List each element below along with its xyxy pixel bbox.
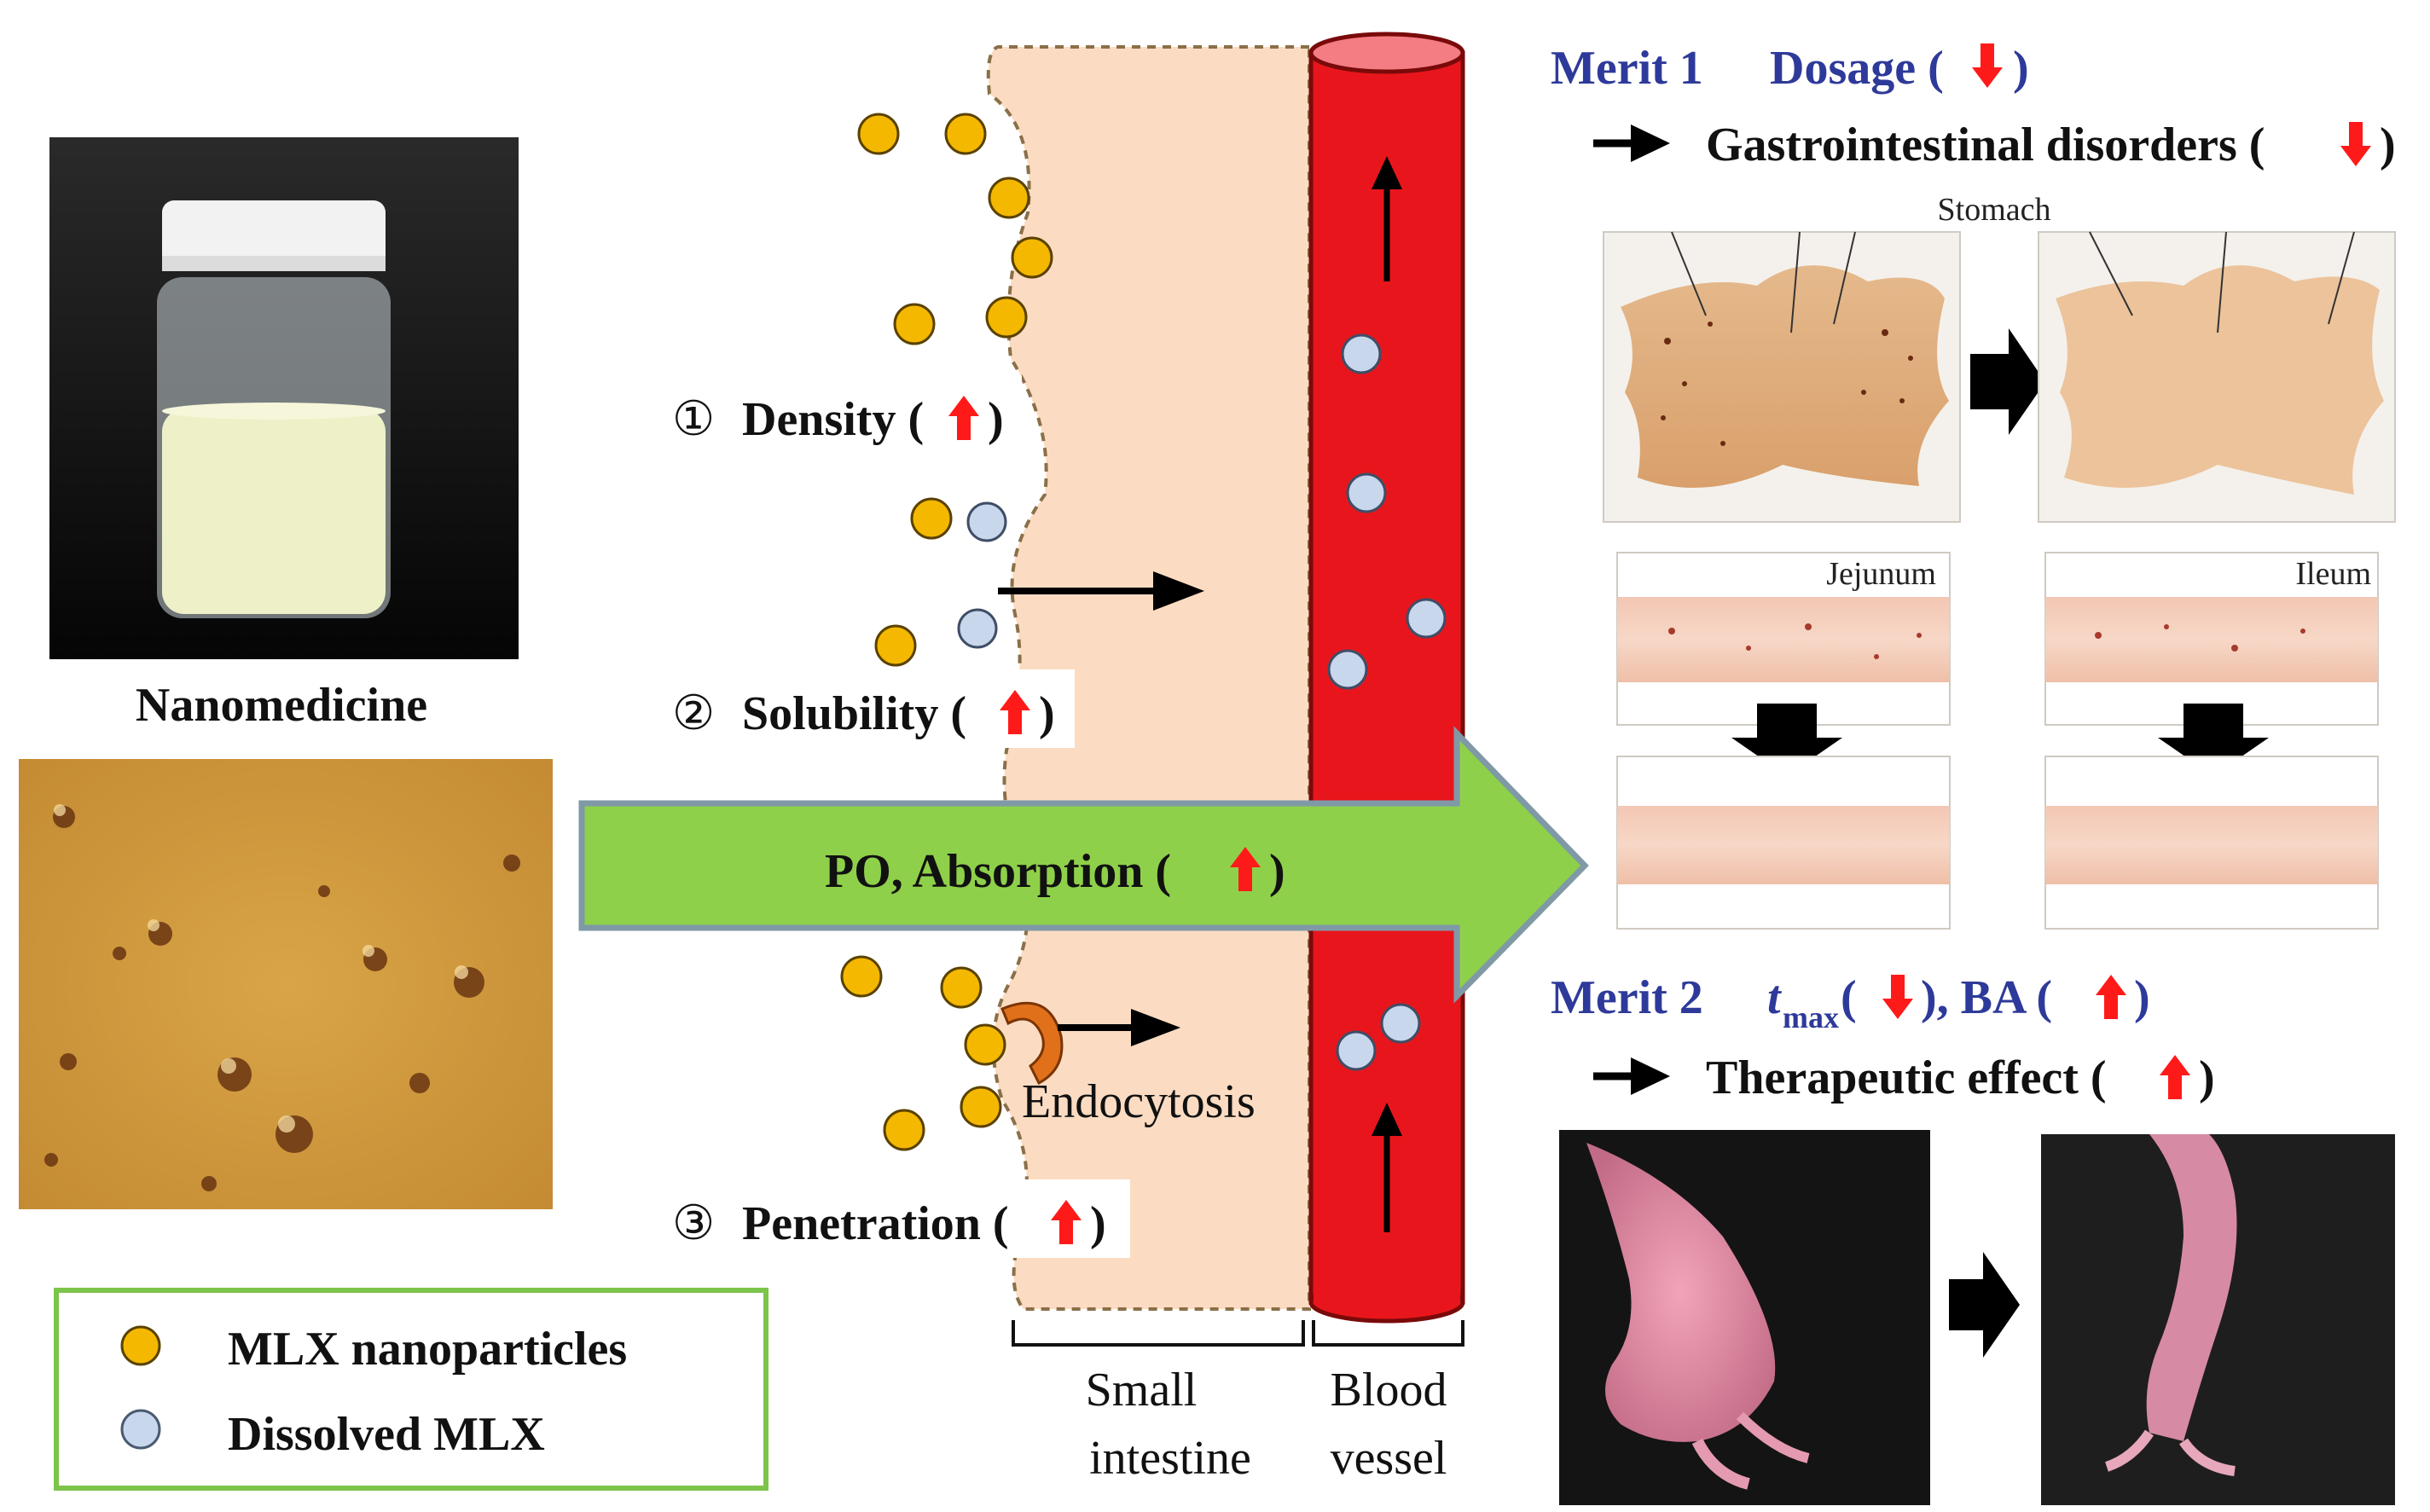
bracket-small-intestine xyxy=(1012,1320,1305,1347)
merit2-label: Merit 2 xyxy=(1551,971,1703,1024)
small-intestine-label-1: Small xyxy=(1086,1364,1198,1416)
absorption-close: ) xyxy=(1269,845,1285,898)
stomach-label: Stomach xyxy=(1938,192,2051,228)
bracket-blood-vessel xyxy=(1312,1320,1464,1347)
merit2-tmax-rest: ( xyxy=(1841,971,1857,1024)
step2-text: Solubility ( xyxy=(742,687,966,740)
legend-dissolved-swatch xyxy=(120,1409,161,1450)
merit2-outcome-text: Therapeutic effect ( xyxy=(1706,1051,2107,1104)
ileum-photo-after xyxy=(2044,756,2379,930)
small-intestine-label-2: intestine xyxy=(1089,1432,1251,1485)
stomach-photo-before xyxy=(1603,231,1961,523)
paw-photo-before xyxy=(1559,1130,1930,1505)
down-arrow-icon xyxy=(2340,122,2371,166)
blood-vessel xyxy=(1308,32,1465,1324)
nanoparticles-group xyxy=(840,113,1053,1151)
step-penetration: ③ Penetration ( ) xyxy=(665,1179,1130,1258)
step1-text: Density ( xyxy=(742,393,924,446)
down-arrow-icon xyxy=(1882,975,1913,1019)
merit2-tmax-t: t xyxy=(1767,971,1782,1024)
down-arrow-icon xyxy=(1972,43,2003,88)
merit2-outcome-close: ) xyxy=(2199,1051,2215,1104)
absorption-text: PO, Absorption ( xyxy=(825,845,1171,898)
afm-image xyxy=(19,759,553,1209)
small-intestine-shape xyxy=(986,45,1311,1311)
merit1-outcome-close: ) xyxy=(2380,119,2396,171)
legend-nanoparticle-swatch xyxy=(120,1325,161,1366)
jejunum-down-arrow xyxy=(1731,704,1842,776)
legend: MLX nanoparticles Dissolved MLX xyxy=(54,1288,768,1491)
jejunum-label: Jejunum xyxy=(1826,556,1936,592)
endocytosis-label: Endocytosis xyxy=(1022,1075,1256,1128)
jejunum-photo-after xyxy=(1616,756,1951,930)
merit1-label: Merit 1 xyxy=(1551,42,1703,95)
ileum-down-arrow xyxy=(2158,704,2269,776)
absorption-arrow: PO, Absorption ( ) xyxy=(578,726,1589,1004)
merit1-outcome-text: Gastrointestinal disorders ( xyxy=(1706,119,2265,171)
merit2-tmax-sub: max xyxy=(1783,1000,1839,1034)
merit1-dosage: Dosage ( xyxy=(1770,42,1944,95)
step2-marker: ② xyxy=(672,687,715,740)
step1-close: ) xyxy=(988,393,1004,446)
merit2-outcome: Therapeutic effect ( ) xyxy=(1593,1051,2215,1104)
step3-marker: ③ xyxy=(672,1197,715,1250)
endocytosis-icon xyxy=(1000,1001,1180,1086)
dissolved-particles-outside xyxy=(957,501,1007,649)
paw-photo-after xyxy=(2041,1134,2395,1505)
step3-text: Penetration ( xyxy=(742,1197,1009,1250)
jejunum-photo-before xyxy=(1616,552,1951,726)
blood-vessel-label-2: vessel xyxy=(1331,1432,1447,1485)
nanomedicine-label: Nanomedicine xyxy=(136,679,427,732)
ileum-label: Ileum xyxy=(2295,556,2371,592)
legend-dissolved-label: Dissolved MLX xyxy=(228,1408,545,1461)
merit2-close: ) xyxy=(2134,971,2150,1024)
up-arrow-icon xyxy=(2160,1055,2190,1099)
step2-close: ) xyxy=(1039,687,1055,740)
step1-marker: ① xyxy=(672,393,715,446)
merit1-heading: Merit 1 Dosage ( ) xyxy=(1551,42,2029,95)
merit2-heading: Merit 2 t max ( ), BA ( ) xyxy=(1551,971,2150,1034)
step-solubility: ② Solubility ( ) xyxy=(665,669,1075,748)
paw-arrow xyxy=(1949,1252,2020,1358)
ileum-photo-before xyxy=(2044,552,2379,726)
up-arrow-icon xyxy=(2096,975,2126,1019)
legend-nanoparticles-label: MLX nanoparticles xyxy=(228,1323,627,1376)
step-density: ① Density ( ) xyxy=(665,375,1022,454)
merit1-outcome: Gastrointestinal disorders ( ) xyxy=(1593,119,2396,171)
stomach-arrow xyxy=(1970,328,2045,435)
stomach-photo-after xyxy=(2038,231,2396,523)
nanomedicine-vial-photo xyxy=(49,137,519,659)
legend-border xyxy=(54,1288,768,1491)
merit2-ba: ), BA ( xyxy=(1921,971,2052,1024)
right-arrow-icon xyxy=(998,571,1204,611)
blood-vessel-label-1: Blood xyxy=(1331,1364,1447,1416)
merit1-close: ) xyxy=(2013,42,2029,95)
step3-close: ) xyxy=(1090,1197,1106,1250)
